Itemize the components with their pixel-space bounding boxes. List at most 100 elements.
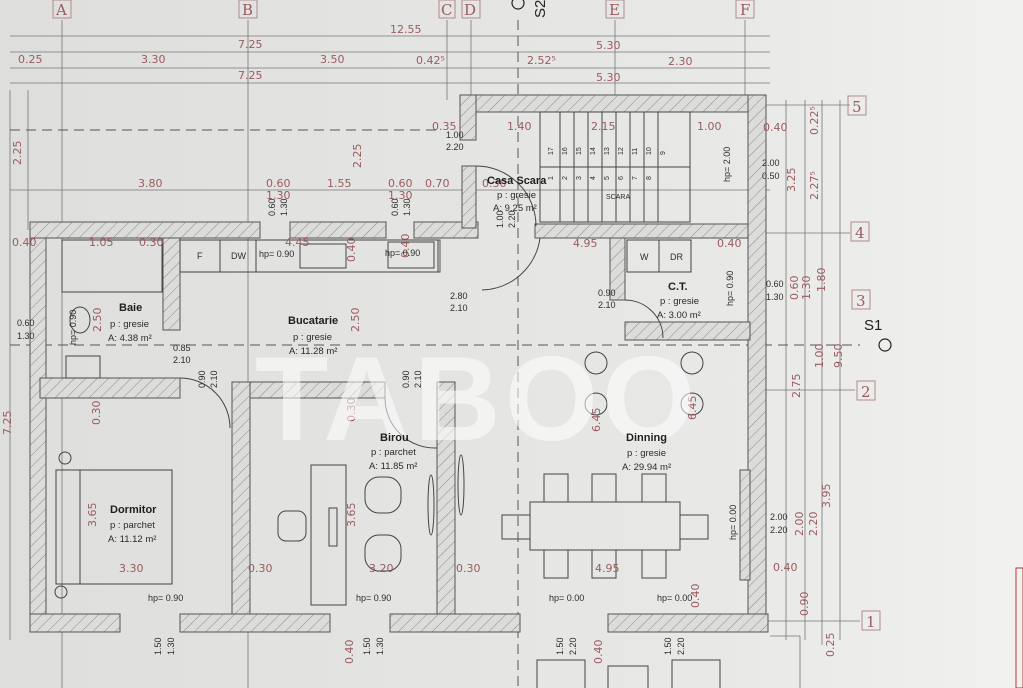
opening-height: 1.30: [279, 198, 289, 216]
dim-label: 1.80: [815, 268, 828, 293]
sill-height: hp= 2.00: [722, 147, 732, 182]
opening-width: 0.90: [401, 370, 411, 388]
dim-label: 0.90: [798, 592, 811, 617]
stair-step-number: 9: [660, 151, 667, 155]
dim-label: 1.55: [327, 177, 352, 190]
sill-height: hp= 0.90: [259, 249, 294, 259]
dim-label: 12.55: [390, 23, 422, 36]
dim-label: 2.00: [793, 512, 806, 537]
room-name: Casa Scara: [487, 175, 547, 187]
axis-3: 3: [856, 292, 866, 310]
room-floor: p : gresie: [293, 332, 332, 343]
dim-label: 2.25: [351, 144, 364, 169]
dim-label: 3.80: [138, 177, 163, 190]
dim-label: 0.30: [456, 562, 481, 575]
dimensions-inner: 2.50 2.50 3.65 3.65 3.30 0.30 3.20 0.30 …: [86, 234, 702, 665]
stair-step-number: 12: [618, 147, 625, 155]
room-name: Bucatarie: [288, 315, 338, 327]
room-floor: p : parchet: [371, 447, 416, 458]
dryer-label: DR: [670, 252, 683, 262]
section-marker-s2: S2: [532, 0, 549, 18]
stair-step-number: 3: [576, 176, 583, 180]
door-swing: [481, 237, 541, 291]
dim-label: 4.95: [573, 237, 598, 250]
opening-height: 2.20: [446, 142, 464, 152]
watermark-logo: TABOO: [255, 332, 699, 466]
opening-width: 0.60: [390, 198, 400, 216]
room-name: C.T.: [668, 281, 688, 293]
dim-label: 0.70: [425, 177, 450, 190]
opening-width: 0.60: [267, 198, 277, 216]
axis-2: 2: [861, 383, 871, 401]
stair-step-number: 6: [618, 176, 625, 180]
opening-width: 1.00: [495, 210, 505, 228]
dim-label: 1.05: [89, 236, 114, 249]
fridge-label: F: [197, 251, 203, 261]
room-floor: p : gresie: [627, 448, 666, 459]
opening-height: 2.10: [413, 370, 423, 388]
room-area: A: 4.38 m²: [108, 333, 152, 344]
stair-step-number: 5: [604, 176, 611, 180]
dim-label: 5.30: [596, 39, 621, 52]
opening-width: 2.80: [450, 291, 468, 301]
dim-label: 0.40: [343, 640, 356, 665]
dim-label: 0.30: [139, 236, 164, 249]
axis-5: 5: [852, 98, 862, 116]
dim-label: 2.27⁵: [808, 171, 821, 200]
opening-width: 1.50: [153, 637, 163, 655]
door-swing: [475, 165, 537, 227]
dim-label: 2.50: [91, 308, 104, 333]
dim-label: 6.45: [686, 396, 699, 421]
room-area: A: 11.12 m²: [108, 534, 156, 545]
stair-step-number: 15: [576, 147, 583, 155]
opening-height: 1.30: [166, 637, 176, 655]
opening-height: 2.20: [676, 637, 686, 655]
door-swing: [624, 299, 664, 339]
stair-label: SCARA: [606, 194, 630, 201]
dimensions-row4: 0.40 1.05 0.30 4.45 0.40 4.95 0.40: [12, 236, 742, 262]
section-marker-s1: S1: [864, 317, 882, 334]
dim-label: 0.30: [90, 401, 103, 426]
dim-label: 0.30: [345, 398, 358, 423]
sill-heights: hp= 0.90 hp= 0.90 hp= 0.00 hp= 0.00 hp= …: [68, 147, 738, 603]
stair-step-number: 14: [590, 147, 597, 155]
opening-height: 2.20: [507, 210, 517, 228]
opening-width: 2.00: [770, 512, 788, 522]
dim-label: 0.40: [592, 640, 605, 665]
dim-label: 9.50: [832, 344, 845, 369]
stair-step-number: 16: [562, 147, 569, 155]
dim-label: 0.25: [824, 633, 837, 658]
opening-width: 1.00: [446, 130, 464, 140]
dim-label: 2.50: [349, 308, 362, 333]
section-s2-icon: [511, 0, 525, 10]
sill-height: hp= 0.90: [148, 593, 183, 603]
dimensions-vertical-left: 2.25 2.25 7.25: [1, 141, 364, 436]
stair-step-number: 1: [548, 176, 555, 180]
stair-step-number: 2: [562, 176, 569, 180]
room-name: Birou: [380, 432, 409, 444]
stair-step-number: 11: [632, 148, 639, 155]
dim-label: 0.40: [717, 237, 742, 250]
dim-label: 2.20: [807, 512, 820, 537]
dim-label: 6.45: [590, 408, 603, 433]
dim-label: 7.25: [1, 411, 14, 436]
cooktop: [387, 241, 435, 269]
axis-d: D: [464, 1, 476, 19]
room-baie: Baie p : gresie A: 4.38 m²: [108, 302, 152, 344]
dim-label: 0.30: [482, 177, 507, 190]
dim-label: 2.25: [11, 141, 24, 166]
opening-width: 1.50: [555, 637, 565, 655]
opening-height: 0.50: [762, 171, 780, 181]
opening-height: 2.20: [568, 637, 578, 655]
stair-step-number: 4: [590, 176, 597, 180]
dim-label: 0.40: [345, 238, 358, 263]
room-name: Baie: [119, 302, 142, 314]
room-floor: p : gresie: [110, 319, 149, 330]
axis-f: F: [740, 1, 750, 19]
door-swing: [179, 377, 231, 429]
